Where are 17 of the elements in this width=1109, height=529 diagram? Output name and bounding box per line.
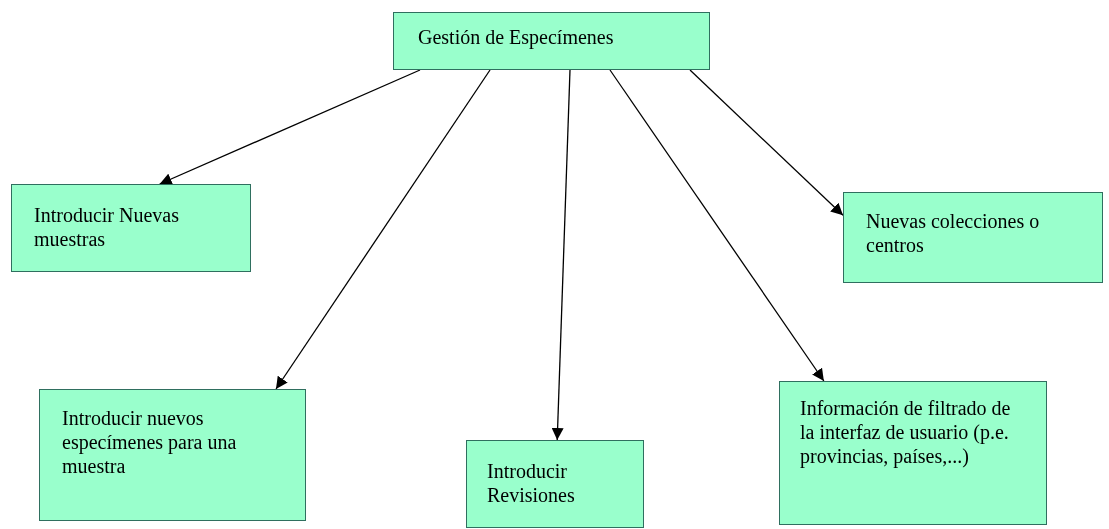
box-label: Introducir Revisiones — [487, 459, 576, 507]
arrow — [159, 69, 421, 185]
box-label: Gestión de Especímenes — [418, 25, 615, 49]
box-label: Introducir nuevos especímenes para una muestra — [62, 406, 238, 478]
process-box — [466, 440, 644, 528]
box-label: Información de filtrado de la interfaz de usuario (p.e. provincias, países,...) — [800, 396, 1012, 468]
process-box — [779, 381, 1047, 525]
process-box — [843, 192, 1103, 283]
box-label: Nuevas colecciones o centros — [866, 209, 1041, 257]
arrow — [551, 69, 571, 441]
arrow — [689, 69, 844, 216]
arrow — [609, 69, 825, 382]
process-box — [11, 184, 251, 272]
box-label: Introducir Nuevas muestras — [34, 203, 180, 251]
arrow — [275, 69, 491, 390]
process-box — [393, 12, 710, 70]
process-box — [39, 389, 306, 521]
